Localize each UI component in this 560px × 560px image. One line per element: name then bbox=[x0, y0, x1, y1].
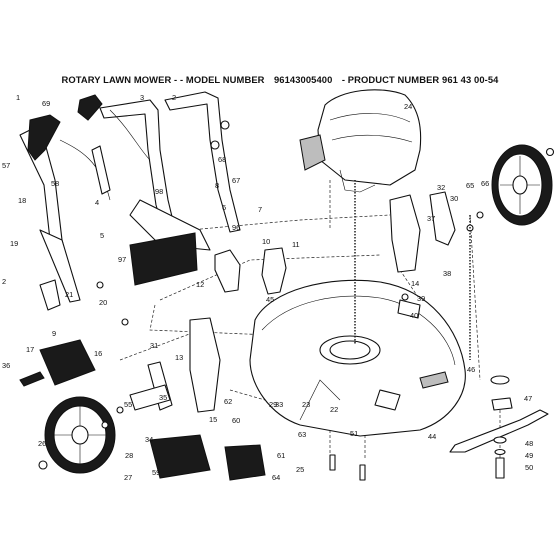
product-prefix: - PRODUCT NUMBER bbox=[341, 74, 440, 85]
callout-55: 55 bbox=[124, 400, 132, 409]
blade-assembly bbox=[329, 375, 549, 481]
callout-18: 18 bbox=[18, 196, 26, 205]
callout-12: 12 bbox=[196, 280, 204, 289]
callout-21: 21 bbox=[65, 290, 73, 299]
callout-63: 63 bbox=[298, 430, 306, 439]
callout-48: 48 bbox=[525, 439, 533, 448]
callout-59: 59 bbox=[152, 468, 160, 477]
callout-19: 19 bbox=[10, 239, 18, 248]
callout-23: 23 bbox=[302, 400, 310, 409]
callout-45: 45 bbox=[266, 295, 274, 304]
callout-36: 36 bbox=[2, 361, 10, 370]
rear-guard bbox=[19, 339, 266, 481]
callout-1: 1 bbox=[16, 93, 20, 102]
callout-57: 57 bbox=[2, 161, 10, 170]
rear-wheel bbox=[44, 396, 116, 474]
callout-9: 9 bbox=[52, 329, 56, 338]
callout-64: 64 bbox=[272, 473, 280, 482]
callout-40: 40 bbox=[410, 311, 418, 320]
callout-98: 98 bbox=[155, 187, 163, 196]
callout-labels: 1 2 3 4 5 6 7 8 9 10 11 12 13 14 15 16 1… bbox=[2, 93, 533, 482]
callout-33: 33 bbox=[275, 400, 283, 409]
callout-6: 6 bbox=[222, 203, 226, 212]
engine bbox=[299, 89, 422, 193]
callout-3: 3 bbox=[140, 93, 144, 102]
callout-46: 46 bbox=[467, 365, 475, 374]
callout-31: 31 bbox=[150, 341, 158, 350]
callout-62: 62 bbox=[224, 397, 232, 406]
callout-13: 13 bbox=[175, 353, 183, 362]
callout-25: 25 bbox=[296, 465, 304, 474]
callout-49: 49 bbox=[525, 451, 533, 460]
callout-30: 30 bbox=[450, 194, 458, 203]
callout-65: 65 bbox=[466, 181, 474, 190]
model-number: 96143005400 bbox=[273, 74, 333, 85]
product-number: 961 43 00-54 bbox=[442, 74, 499, 85]
callout-14: 14 bbox=[411, 279, 419, 288]
callout-38: 38 bbox=[443, 269, 451, 278]
callout-69: 69 bbox=[42, 99, 50, 108]
margin-mark: 2 bbox=[2, 277, 6, 286]
callout-26: 26 bbox=[38, 439, 46, 448]
callout-34: 34 bbox=[145, 435, 153, 444]
callout-97: 97 bbox=[118, 255, 126, 264]
callout-68: 68 bbox=[218, 155, 226, 164]
callout-15: 15 bbox=[209, 415, 217, 424]
callout-17: 17 bbox=[26, 345, 34, 354]
callout-10: 10 bbox=[262, 237, 270, 246]
callout-37: 37 bbox=[427, 214, 435, 223]
callout-61: 61 bbox=[277, 451, 285, 460]
callout-11: 11 bbox=[292, 240, 300, 249]
callout-4: 4 bbox=[95, 198, 99, 207]
callout-50: 50 bbox=[525, 463, 533, 472]
lower-handle bbox=[39, 199, 287, 311]
callout-20: 20 bbox=[99, 298, 107, 307]
callout-16: 16 bbox=[94, 349, 102, 358]
diagram-title: ROTARY LAWN MOWER - - MODEL NUMBER 96143… bbox=[0, 74, 560, 85]
callout-28: 28 bbox=[125, 451, 133, 460]
mower-deck bbox=[249, 279, 466, 437]
callout-7: 7 bbox=[258, 205, 262, 214]
callout-66: 66 bbox=[481, 179, 489, 188]
callout-29: 29 bbox=[269, 400, 277, 409]
callout-8: 8 bbox=[215, 181, 219, 190]
callout-35: 35 bbox=[159, 393, 167, 402]
fasteners bbox=[38, 120, 555, 470]
front-wheel bbox=[491, 144, 553, 226]
height-adjusters bbox=[129, 191, 456, 413]
model-prefix: ROTARY LAWN MOWER - - MODEL NUMBER bbox=[61, 74, 265, 85]
callout-32: 32 bbox=[437, 183, 445, 192]
callout-44: 44 bbox=[428, 432, 436, 441]
callout-60: 60 bbox=[232, 416, 240, 425]
callout-24: 24 bbox=[404, 102, 412, 111]
callout-67: 67 bbox=[232, 176, 240, 185]
callout-58: 58 bbox=[51, 179, 59, 188]
callout-5: 5 bbox=[100, 231, 104, 240]
callout-2: 2 bbox=[172, 93, 176, 102]
callout-22: 22 bbox=[330, 405, 338, 414]
callout-39: 39 bbox=[417, 294, 425, 303]
callout-51: 51 bbox=[350, 429, 358, 438]
callout-27: 27 bbox=[124, 473, 132, 482]
callout-96: 96 bbox=[232, 223, 240, 232]
callout-47: 47 bbox=[524, 394, 532, 403]
